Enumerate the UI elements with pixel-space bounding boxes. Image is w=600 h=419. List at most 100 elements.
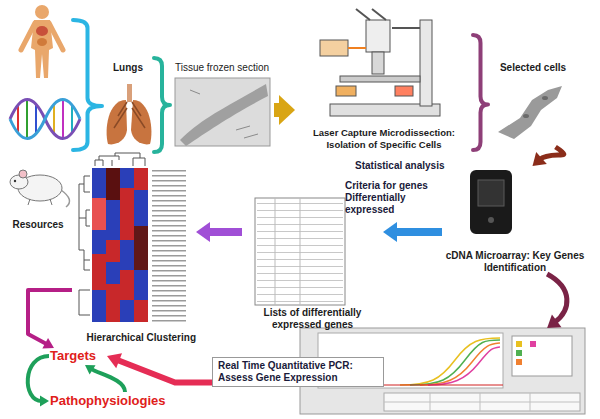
connector-line xyxy=(207,228,242,236)
pcr-plot-image xyxy=(516,341,522,347)
microscope-image xyxy=(340,76,420,82)
connector-line xyxy=(154,58,170,152)
process-node: Lungs xyxy=(102,62,154,150)
pcr-plot-image xyxy=(428,347,500,385)
arrow-head xyxy=(107,353,122,368)
microarray-chip xyxy=(470,170,512,234)
node-caption: Selected cells xyxy=(500,62,566,74)
node-caption: Lungs xyxy=(113,62,143,74)
microscope-image xyxy=(320,40,348,56)
mouse-figure xyxy=(14,180,16,182)
heatmap-image xyxy=(79,153,186,322)
process-node: cDNA Microarray: Key Genes Identificatio… xyxy=(442,166,588,274)
flow-arrow xyxy=(547,274,567,328)
mouse-figure xyxy=(19,170,27,178)
tissue-section-image xyxy=(175,78,270,146)
node-caption: Tissue frozen section xyxy=(175,62,269,74)
human-body-figure xyxy=(35,5,49,19)
heatmap-image xyxy=(92,230,106,254)
heatmap-image xyxy=(92,168,148,322)
heatmap-image xyxy=(134,190,148,226)
connector-line xyxy=(73,20,102,150)
heatmap-image xyxy=(92,168,106,198)
process-node: Laser Capture Microdissection: Isolation… xyxy=(295,5,473,150)
gene-list-table xyxy=(255,198,345,305)
annotation-label: Statistical analysis xyxy=(355,160,445,172)
node-caption: Real Time Quantitative PCR: Assess Gene … xyxy=(212,357,384,387)
microarray-chip xyxy=(478,180,504,206)
flow-arrow xyxy=(85,365,125,392)
microscope-image xyxy=(356,9,386,20)
process-node: Pathophysiologies xyxy=(50,393,170,409)
process-node: Real Time Quantitative PCR: Assess Gene … xyxy=(212,328,587,416)
microscope-image xyxy=(336,86,356,96)
dna-helix xyxy=(10,100,80,139)
connector-line xyxy=(473,35,488,150)
process-node: Lists of differentially expressed genes xyxy=(242,196,383,331)
lungs-figure xyxy=(114,102,145,128)
lungs-figure xyxy=(127,84,132,102)
node-caption: Laser Capture Microdissection: Isolation… xyxy=(298,127,470,150)
flow-arrow xyxy=(28,290,72,349)
pcr-plot-image xyxy=(530,341,536,347)
microscope-image xyxy=(366,20,390,52)
microscope-image xyxy=(372,52,384,74)
heatmap-image xyxy=(92,198,106,230)
connector-line xyxy=(394,228,442,236)
human-body-figure xyxy=(36,26,48,36)
process-node: Tissue frozen section xyxy=(170,62,274,148)
microarray-chip xyxy=(470,170,512,234)
pcr-plot-image xyxy=(410,340,500,385)
flow-arrow xyxy=(274,95,295,125)
pcr-plot-image xyxy=(384,393,580,411)
process-node: Targets xyxy=(50,348,106,364)
dna-helix xyxy=(10,100,80,139)
pcr-plot-image xyxy=(420,343,500,385)
annotation-label: Criteria for genes Differentially expres… xyxy=(345,180,445,216)
pcr-plot-image xyxy=(512,336,572,376)
dna-helix xyxy=(62,101,64,137)
heatmap-image xyxy=(106,168,120,200)
mouse-figure xyxy=(28,199,30,205)
microscope-image xyxy=(392,27,420,29)
heatmap-image xyxy=(120,168,134,188)
tissue-section-image xyxy=(190,90,258,138)
connector-line xyxy=(540,147,564,160)
human-body-figure xyxy=(21,5,63,78)
mouse-figure xyxy=(61,190,70,207)
heatmap-image xyxy=(106,200,120,240)
arrow-head xyxy=(383,222,397,242)
heatmap-image xyxy=(92,290,106,322)
heatmap-image xyxy=(79,176,90,315)
node-caption: Lists of differentially expressed genes xyxy=(245,307,380,331)
heatmap-image xyxy=(120,300,134,322)
tissue-section-image xyxy=(175,78,270,146)
human-body-figure xyxy=(31,20,53,78)
bracket-connector xyxy=(73,20,102,150)
flow-arrow xyxy=(28,356,49,407)
process-node: Selected cells xyxy=(488,62,578,147)
node-caption: Hierarchical Clustering xyxy=(87,332,196,344)
outcome-label: Pathophysiologies xyxy=(50,393,166,409)
heatmap-image xyxy=(106,262,120,284)
microscope-image xyxy=(348,47,366,49)
node-caption: cDNA Microarray: Key Genes Identificatio… xyxy=(445,250,585,274)
heatmap-image xyxy=(120,240,134,270)
connector-line xyxy=(547,274,567,322)
flow-arrow xyxy=(196,222,242,242)
bracket-connector xyxy=(154,58,170,152)
connector-line xyxy=(117,360,212,383)
flow-arrow xyxy=(533,147,564,166)
arrow-head xyxy=(85,365,96,374)
arrow-head xyxy=(196,222,210,242)
connector-line xyxy=(28,290,72,344)
human-body-figure xyxy=(37,38,47,46)
pcr-plot-image xyxy=(400,338,500,385)
heatmap-image xyxy=(134,226,148,270)
microscope-image xyxy=(320,9,440,116)
gene-list-table xyxy=(255,198,345,305)
arrow-head xyxy=(547,314,561,328)
pcr-plot-image xyxy=(516,359,522,365)
dna-helix xyxy=(35,105,37,133)
